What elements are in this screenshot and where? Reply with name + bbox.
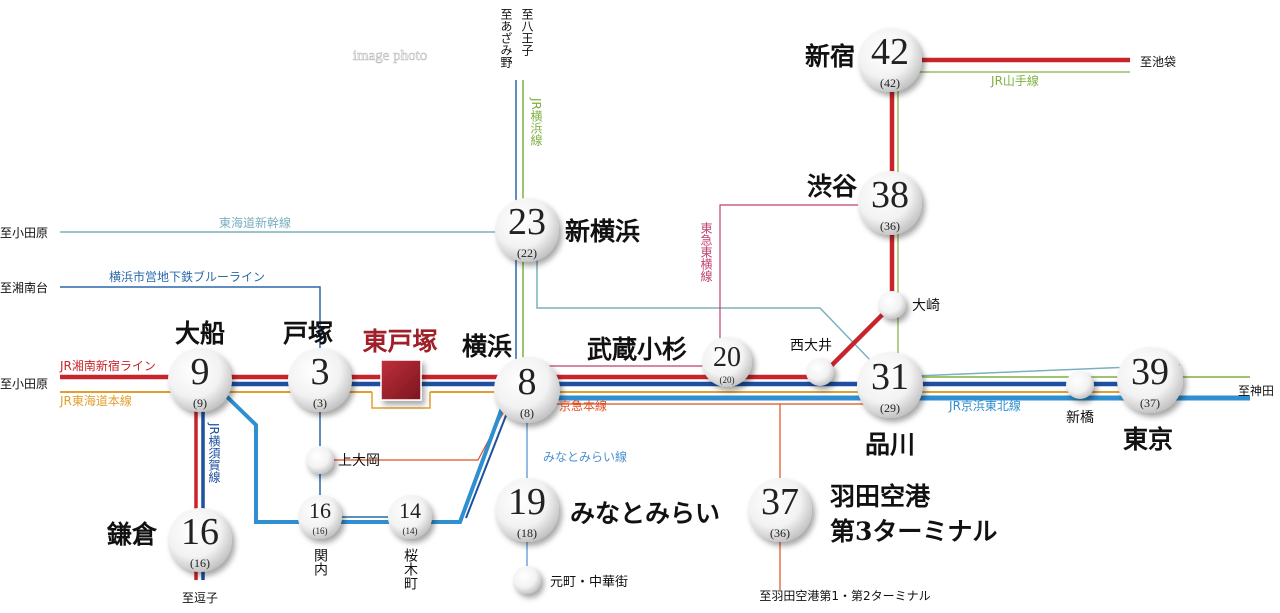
kannai-time: 16 bbox=[309, 498, 331, 523]
shonan-label: JR湘南新宿ライン bbox=[59, 358, 156, 373]
shinyokohama-time-sub: (22) bbox=[517, 246, 537, 260]
station-markers: 9 (9) 3 (3) 8 (8) 23 (22) 20 (20) 31 (29) 39 (37) 38 (3… bbox=[168, 28, 1183, 594]
keikyu-line bbox=[320, 399, 511, 461]
dest-kanda: 至神田 bbox=[1238, 384, 1274, 398]
minatomirai-station-marker[interactable] bbox=[495, 478, 559, 542]
minatomirai-time: 19 bbox=[508, 481, 546, 523]
nishioi-station-marker[interactable] bbox=[806, 358, 834, 386]
kamakura-time-sub: (16) bbox=[190, 556, 210, 570]
yamanote-label: JR山手線 bbox=[990, 73, 1039, 88]
dest-hachioji: 至八王子 bbox=[520, 8, 534, 56]
dest-azamino: 至あざみ野 bbox=[499, 8, 513, 68]
dest-ikebukuro: 至池袋 bbox=[1140, 55, 1176, 69]
yokohama-name: 横浜 bbox=[462, 332, 512, 361]
minatomirai-line-label: みなとみらい線 bbox=[543, 449, 627, 464]
haneda-name-1: 羽田空港 bbox=[830, 482, 931, 511]
dest-odawara-1: 至小田原 bbox=[0, 226, 48, 240]
shinjuku-station-marker[interactable] bbox=[858, 28, 922, 92]
kannai-name: 関内 bbox=[312, 548, 328, 577]
yokohama-line-label: JR横浜線 bbox=[529, 97, 543, 146]
shinkansen-label: 東海道新幹線 bbox=[219, 215, 291, 230]
kamakura-time: 16 bbox=[181, 511, 219, 553]
tokaido-label: JR東海道本線 bbox=[59, 393, 132, 408]
yokohama-time-sub: (8) bbox=[520, 406, 534, 420]
sakuragicho-station-marker[interactable] bbox=[388, 495, 432, 539]
nishioi-name: 西大井 bbox=[790, 338, 832, 354]
dest-shonandai: 至湘南台 bbox=[0, 280, 48, 295]
tokyo-name: 東京 bbox=[1123, 425, 1173, 454]
shinagawa-time-sub: (29) bbox=[880, 401, 900, 415]
blueline-label: 横浜市営地下鉄ブルーライン bbox=[109, 269, 265, 284]
kamakura-name: 鎌倉 bbox=[107, 520, 158, 549]
shimbashi-name: 新橋 bbox=[1066, 410, 1094, 426]
kannai-station-marker[interactable] bbox=[298, 495, 342, 539]
tokaido-detour bbox=[371, 392, 431, 409]
kannai-time-sub: (16) bbox=[313, 526, 328, 536]
minatomirai-name: みなとみらい bbox=[570, 499, 720, 528]
musashikosugi-station-marker[interactable] bbox=[702, 337, 752, 387]
keihin-sakuragicho-2 bbox=[465, 399, 513, 519]
shinkansen-line-east bbox=[536, 232, 1181, 378]
totsuka-name: 戸塚 bbox=[283, 319, 333, 348]
higashi-totsuka-name: 東戸塚 bbox=[362, 327, 437, 356]
musashikosugi-name: 武蔵小杉 bbox=[587, 335, 687, 364]
shinyokohama-name: 新横浜 bbox=[565, 217, 640, 246]
ofuna-time-sub: (9) bbox=[193, 396, 207, 410]
shinjuku-time-sub: (42) bbox=[880, 76, 900, 90]
dest-odawara-2: 至小田原 bbox=[0, 377, 48, 391]
osaki-name: 大崎 bbox=[912, 298, 940, 314]
shinjuku-name: 新宿 bbox=[805, 42, 855, 71]
ofuna-time: 9 bbox=[191, 351, 210, 393]
yokohama-station-marker[interactable] bbox=[494, 357, 560, 423]
keikyu-label: 京急本線 bbox=[559, 398, 607, 413]
musashikosugi-time-sub: (20) bbox=[720, 375, 735, 385]
shibuya-station-marker[interactable] bbox=[858, 171, 922, 235]
osaki-station-marker[interactable] bbox=[878, 291, 906, 319]
kamakura-station-marker[interactable] bbox=[168, 508, 232, 572]
shibuya-time-sub: (36) bbox=[880, 219, 900, 233]
tokyo-time-sub: (37) bbox=[1140, 396, 1160, 410]
shinyokohama-time: 23 bbox=[508, 201, 546, 243]
ofuna-name: 大船 bbox=[175, 319, 225, 348]
haneda-station-marker[interactable] bbox=[748, 478, 812, 542]
ofuna-station-marker[interactable] bbox=[168, 348, 232, 412]
shimbashi-station-marker[interactable] bbox=[1066, 371, 1094, 399]
motomachi-station-marker[interactable] bbox=[513, 566, 541, 594]
haneda-name-2: 第3ターミナル bbox=[830, 517, 997, 546]
yokohama-time: 8 bbox=[518, 361, 537, 403]
keihin-label: JR京浜東北線 bbox=[948, 398, 1021, 413]
shinyokohama-station-marker[interactable] bbox=[495, 198, 559, 262]
tokyo-station-marker[interactable] bbox=[1117, 347, 1183, 413]
sakuragicho-time: 14 bbox=[399, 498, 421, 523]
toyoko-label: 東急東横線 bbox=[699, 222, 713, 282]
sakuragicho-time-sub: (14) bbox=[403, 526, 418, 536]
kamiooka-name: 上大岡 bbox=[338, 453, 380, 469]
higashi-totsuka-marker[interactable] bbox=[380, 359, 422, 401]
totsuka-time-sub: (3) bbox=[313, 396, 327, 410]
toyoko-line bbox=[719, 204, 868, 360]
tokyo-time: 39 bbox=[1131, 351, 1169, 393]
haneda-time-sub: (36) bbox=[770, 526, 790, 540]
sakuragicho-name: 桜木町 bbox=[402, 548, 418, 590]
minatomirai-time-sub: (18) bbox=[517, 526, 537, 540]
motomachi-name: 元町・中華街 bbox=[550, 575, 628, 590]
musashikosugi-time: 20 bbox=[713, 342, 741, 373]
shinagawa-name: 品川 bbox=[865, 430, 915, 459]
totsuka-time: 3 bbox=[311, 351, 330, 393]
dest-haneda: 至羽田空港第1・第2ターミナル bbox=[759, 589, 930, 603]
shinagawa-time: 31 bbox=[871, 356, 909, 398]
shinagawa-station-marker[interactable] bbox=[857, 352, 923, 418]
image-photo-caption: image photo bbox=[353, 48, 428, 64]
haneda-time: 37 bbox=[761, 481, 799, 523]
dest-zushi: 至逗子 bbox=[182, 591, 218, 605]
shibuya-time: 38 bbox=[871, 174, 909, 216]
totsuka-station-marker[interactable] bbox=[288, 348, 352, 412]
kamiooka-station-marker[interactable] bbox=[306, 446, 334, 474]
yokosuka-label: JR横須賀線 bbox=[207, 422, 221, 483]
shibuya-name: 渋谷 bbox=[807, 172, 858, 201]
shinjuku-time: 42 bbox=[871, 31, 909, 73]
